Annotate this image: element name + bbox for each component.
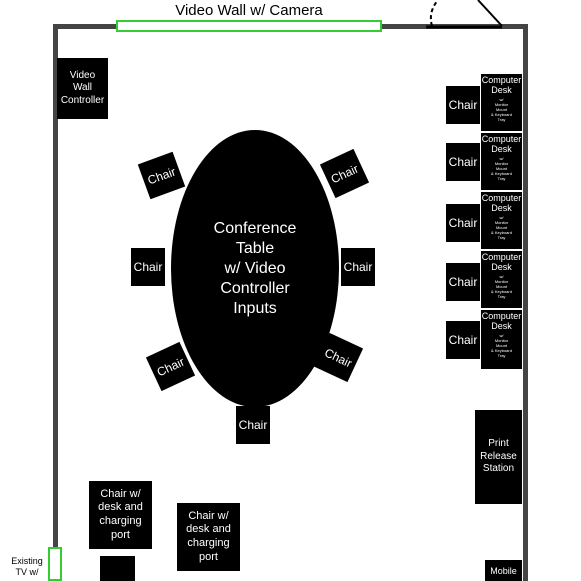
computer-desk-title: Computer Desk (481, 134, 522, 155)
chair[interactable]: Chair (319, 148, 370, 199)
print-release-station[interactable]: Print Release Station (475, 410, 522, 504)
computer-desk-detail: w/ Monitor Mount & Keyboard Tray (491, 273, 512, 299)
chair[interactable]: Chair (446, 204, 480, 242)
computer-desk[interactable]: Computer Desk w/ Monitor Mount & Keyboar… (481, 251, 522, 308)
chair[interactable]: Chair (446, 86, 480, 124)
computer-desk-detail: w/ Monitor Mount & Keyboard Tray (491, 332, 512, 358)
chair[interactable]: Chair (131, 248, 165, 286)
existing-tv[interactable] (48, 547, 62, 581)
chair[interactable]: Chair (446, 321, 480, 359)
existing-tv-label: Existing TV w/ (11, 556, 43, 578)
conference-table[interactable]: Conference Table w/ Video Controller Inp… (171, 130, 339, 407)
computer-desk-detail: w/ Monitor Mount & Keyboard Tray (491, 96, 512, 122)
computer-desk[interactable]: Computer Desk w/ Monitor Mount & Keyboar… (481, 133, 522, 190)
chair[interactable]: Chair (236, 406, 270, 444)
video-wall-label: Video Wall w/ Camera (175, 2, 323, 19)
video-wall[interactable] (116, 20, 382, 32)
video-wall-controller[interactable]: Video Wall Controller (57, 58, 108, 119)
chair[interactable]: Chair (446, 263, 480, 301)
charging-desk-chair[interactable]: Chair w/ desk and charging port (89, 481, 152, 549)
computer-desk-detail: w/ Monitor Mount & Keyboard Tray (491, 214, 512, 240)
chair[interactable]: Chair (137, 151, 186, 200)
computer-desk[interactable]: Computer Desk w/ Monitor Mount & Keyboar… (481, 192, 522, 249)
computer-desk-detail: w/ Monitor Mount & Keyboard Tray (491, 155, 512, 181)
mobile-station[interactable]: Mobile (485, 560, 522, 581)
charging-desk-chair[interactable]: Chair w/ desk and charging port (177, 503, 240, 571)
computer-desk-title: Computer Desk (481, 193, 522, 214)
computer-desk-title: Computer Desk (481, 75, 522, 96)
computer-desk-title: Computer Desk (481, 252, 522, 273)
door-swing-icon (426, 0, 503, 29)
computer-desk-title: Computer Desk (481, 311, 522, 332)
rotated-charging-desk-chair[interactable] (100, 556, 135, 581)
chair[interactable]: Chair (446, 143, 480, 181)
chair[interactable]: Chair (341, 248, 375, 286)
wall-left (53, 24, 58, 581)
computer-desk[interactable]: Computer Desk w/ Monitor Mount & Keyboar… (481, 74, 522, 131)
wall-right (523, 24, 528, 581)
computer-desk[interactable]: Computer Desk w/ Monitor Mount & Keyboar… (481, 310, 522, 369)
mobile-label: Mobile (490, 566, 517, 576)
